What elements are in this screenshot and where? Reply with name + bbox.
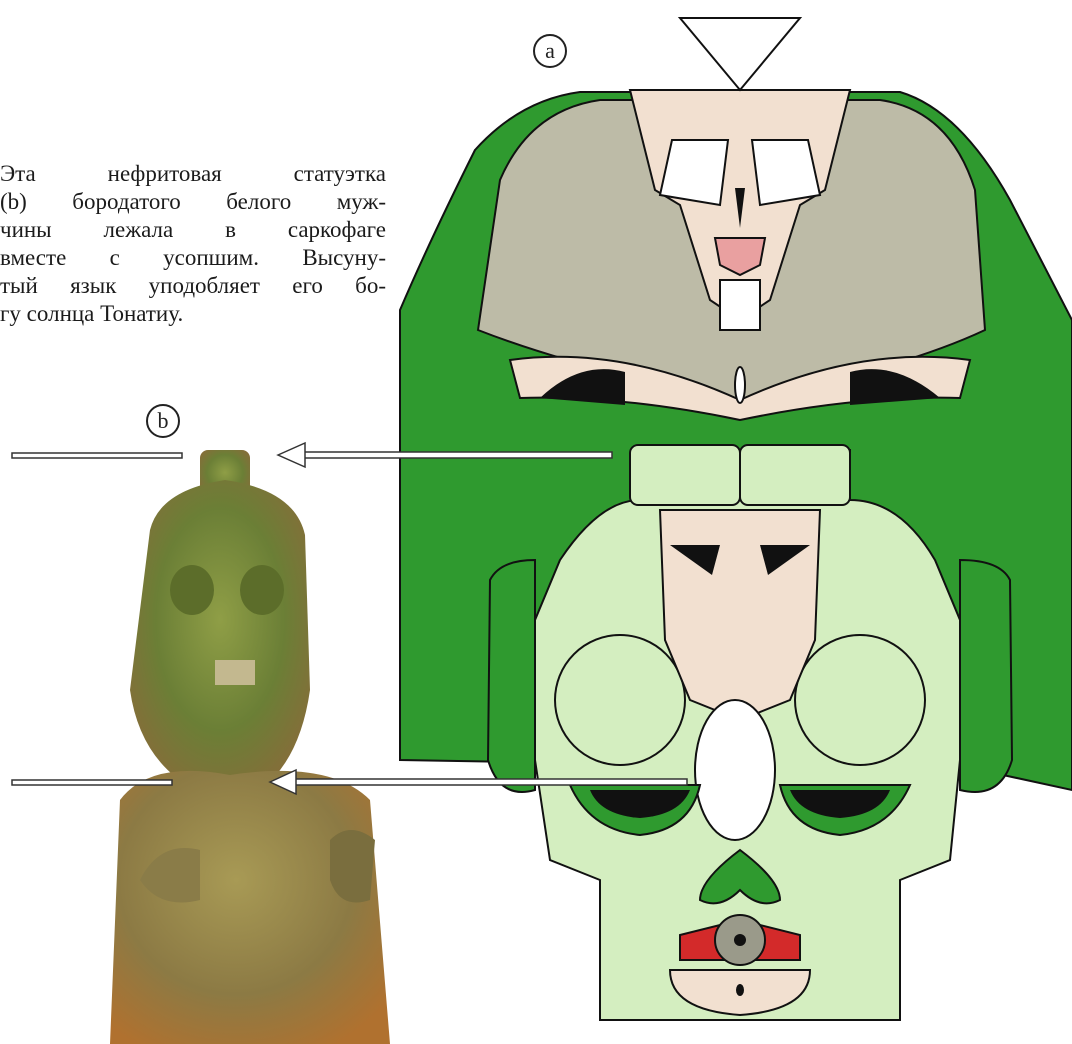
- mask-drawing: [400, 18, 1072, 1020]
- label-a: a: [533, 34, 567, 68]
- jade-statuette-photo: [110, 450, 390, 1044]
- label-b: b: [146, 404, 180, 438]
- triangle-crest: [680, 18, 800, 90]
